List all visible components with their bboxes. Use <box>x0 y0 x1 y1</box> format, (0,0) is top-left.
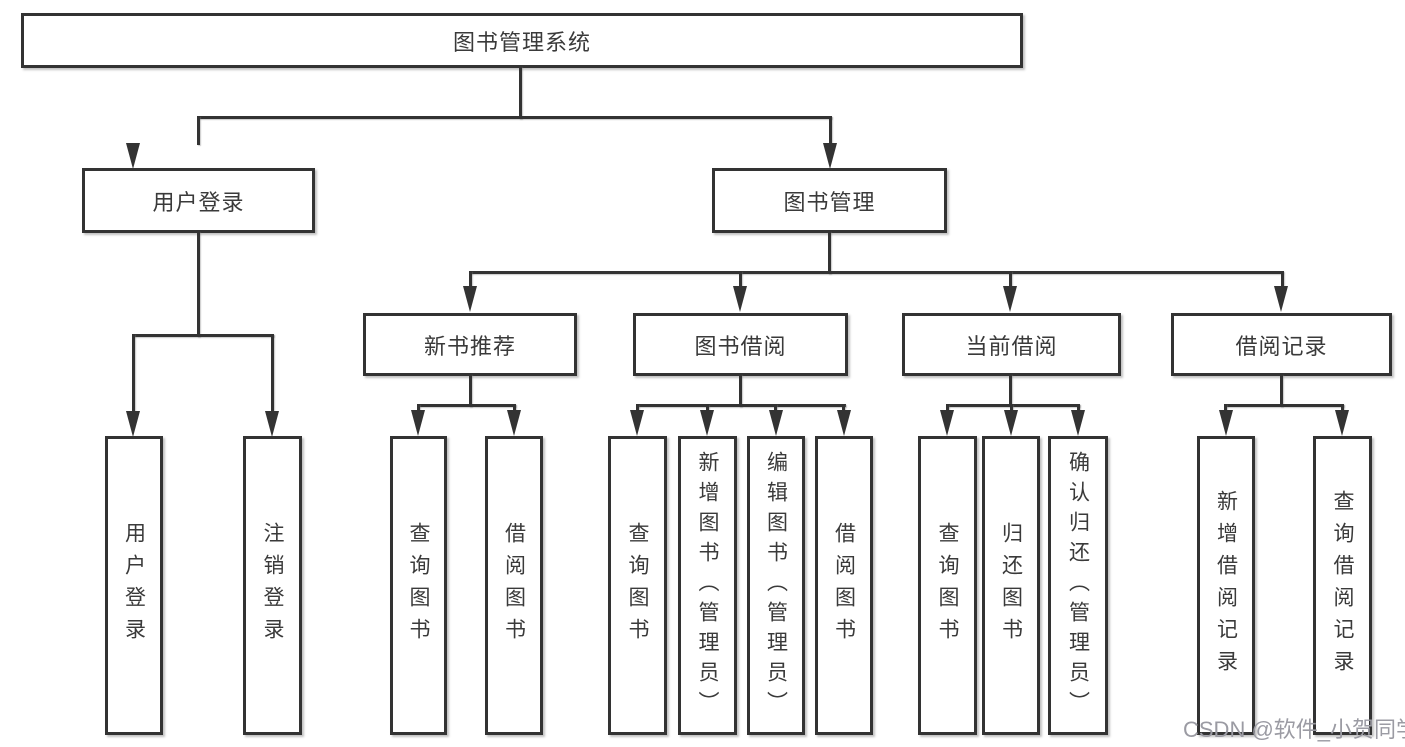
arrow-down-book-mgmt <box>823 143 837 169</box>
connector-stub-user-login <box>197 116 200 145</box>
leaf-bb-edit-books-admin-label: 编辑图书（管理员） <box>764 450 788 721</box>
node-book-borrow-label: 图书借阅 <box>694 333 787 359</box>
leaf-nb-borrow-books-label: 借阅图书 <box>502 521 526 650</box>
leaf-logout-label: 注销登录 <box>261 521 284 650</box>
node-book-borrow: 图书借阅 <box>633 313 848 376</box>
connector-stub-nb-query <box>417 404 420 414</box>
arrow-down-bb-query <box>630 410 644 436</box>
arrow-down-br-add <box>1219 410 1233 436</box>
arrow-down-new-books <box>463 286 477 312</box>
node-current-borrow-label: 当前借阅 <box>965 333 1058 359</box>
node-root: 图书管理系统 <box>21 13 1023 68</box>
arrow-down-cb-query <box>940 410 954 436</box>
connector-user-login-bus <box>132 334 274 337</box>
leaf-cb-return-books-label: 归还图书 <box>999 521 1023 650</box>
leaf-nb-borrow-books: 借阅图书 <box>485 436 543 735</box>
leaf-cb-return-books: 归还图书 <box>982 436 1040 735</box>
leaf-cb-confirm-return-admin: 确认归还（管理员） <box>1048 436 1108 735</box>
arrow-down-cb-return <box>1004 410 1018 436</box>
leaf-user-login: 用户登录 <box>105 436 163 735</box>
arrow-down-cb-confirm <box>1071 410 1085 436</box>
connector-new-books-bus <box>417 404 516 407</box>
leaf-bb-query-books: 查询图书 <box>608 436 667 735</box>
connector-stub-new-books <box>469 271 472 288</box>
leaf-cb-confirm-return-admin-label: 确认归还（管理员） <box>1066 450 1090 721</box>
connector-level2-bus <box>197 116 832 119</box>
leaf-nb-query-books: 查询图书 <box>390 436 447 735</box>
connector-borrow-records-down <box>1280 374 1283 407</box>
arrow-down-book-borrow <box>733 286 747 312</box>
connector-book-borrow-bus <box>636 404 846 407</box>
connector-level3-bus <box>469 271 1283 274</box>
connector-stub-nb-borrow <box>513 404 516 414</box>
node-book-mgmt-branch-label: 图书管理 <box>783 189 876 215</box>
connector-root-down <box>519 66 522 119</box>
leaf-br-add-record: 新增借阅记录 <box>1197 436 1255 735</box>
arrow-down-user-login <box>126 143 140 169</box>
arrow-down-bb-edit <box>769 410 783 436</box>
connector-stub-br-query <box>1341 404 1344 414</box>
connector-stub-cb-confirm <box>1077 404 1080 414</box>
csdn-watermark: CSDN @软件_小贺同学 <box>1183 717 1405 742</box>
connector-borrow-records-bus <box>1224 404 1344 407</box>
connector-stub-br-add <box>1224 404 1227 414</box>
arrow-down-nb-borrow <box>507 410 521 436</box>
arrow-down-br-query <box>1335 410 1349 436</box>
connector-user-login-down <box>197 231 200 337</box>
node-borrow-records-label: 借阅记录 <box>1235 333 1328 359</box>
connector-stub-book-mgmt <box>829 116 832 145</box>
node-borrow-records: 借阅记录 <box>1171 313 1392 376</box>
leaf-bb-edit-books-admin: 编辑图书（管理员） <box>747 436 805 735</box>
arrow-down-leaf-logout <box>265 411 279 437</box>
arrow-down-leaf-login <box>126 411 140 437</box>
node-user-login-branch: 用户登录 <box>82 168 315 233</box>
connector-stub-leaf-login <box>132 334 135 412</box>
leaf-user-login-label: 用户登录 <box>122 521 146 650</box>
leaf-bb-query-books-label: 查询图书 <box>626 521 649 650</box>
connector-stub-bb-add <box>706 404 709 414</box>
connector-stub-cb-query <box>946 404 949 414</box>
connector-stub-bb-borrow <box>842 404 845 414</box>
leaf-cb-query-books: 查询图书 <box>918 436 977 735</box>
node-current-borrow: 当前借阅 <box>902 313 1121 376</box>
node-new-books-label: 新书推荐 <box>423 333 516 359</box>
connector-book-mgmt-down <box>828 231 831 274</box>
arrow-down-bb-borrow <box>837 410 851 436</box>
connector-stub-bb-edit <box>774 404 777 414</box>
connector-current-borrow-down <box>1009 374 1012 407</box>
leaf-bb-borrow-books: 借阅图书 <box>815 436 873 735</box>
arrow-down-bb-add <box>700 410 714 436</box>
arrow-down-nb-query <box>411 410 425 436</box>
leaf-nb-query-books-label: 查询图书 <box>407 521 430 650</box>
connector-stub-leaf-logout <box>271 334 274 412</box>
connector-stub-borrow-records <box>1281 271 1284 288</box>
leaf-bb-add-books-admin-label: 新增图书（管理员） <box>696 450 719 721</box>
node-book-mgmt-branch: 图书管理 <box>712 168 947 233</box>
node-root-label: 图书管理系统 <box>452 29 591 55</box>
leaf-cb-query-books-label: 查询图书 <box>936 521 959 650</box>
arrow-down-borrow-records <box>1274 286 1288 312</box>
connector-stub-bb-query <box>636 404 639 414</box>
connector-stub-current-borrow <box>1009 271 1012 288</box>
node-new-books: 新书推荐 <box>363 313 577 376</box>
leaf-br-query-record: 查询借阅记录 <box>1313 436 1372 735</box>
leaf-br-add-record-label: 新增借阅记录 <box>1214 489 1238 682</box>
arrow-down-current-borrow <box>1003 286 1017 312</box>
connector-book-borrow-down <box>739 374 742 407</box>
leaf-bb-add-books-admin: 新增图书（管理员） <box>678 436 737 735</box>
leaf-logout: 注销登录 <box>243 436 302 735</box>
connector-new-books-down <box>469 374 472 407</box>
connector-stub-book-borrow <box>739 271 742 288</box>
connector-stub-cb-return <box>1010 404 1013 414</box>
connector-current-borrow-bus <box>946 404 1080 407</box>
node-user-login-branch-label: 用户登录 <box>152 189 245 215</box>
leaf-bb-borrow-books-label: 借阅图书 <box>832 521 856 650</box>
leaf-br-query-record-label: 查询借阅记录 <box>1331 489 1354 682</box>
